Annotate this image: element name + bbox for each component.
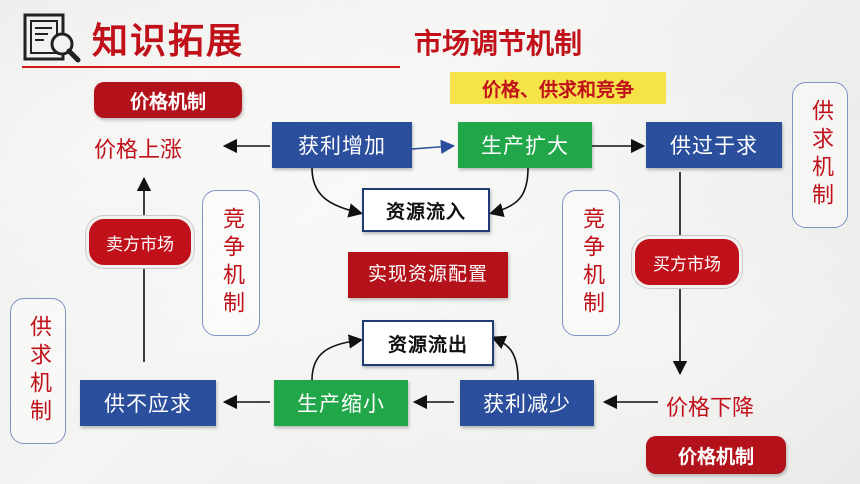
competition-mechanism-left: 竞争机制 — [202, 190, 260, 336]
arrow-decrease-to-outflow — [491, 335, 519, 381]
section-title: 知识拓展 — [92, 21, 245, 62]
main-title: 市场调节机制 — [414, 27, 583, 60]
price-mechanism-tag-top: 价格机制 — [94, 82, 242, 118]
resource-inflow-box: 资源流入 — [362, 188, 490, 232]
subtitle-highlight: 价格、供求和竞争 — [450, 72, 666, 104]
profit-increase-box: 获利增加 — [272, 122, 412, 168]
price-rise-label: 价格上涨 — [94, 138, 183, 163]
production-expand-box: 生产扩大 — [458, 122, 592, 168]
arrow-expand-to-inflow — [488, 167, 529, 218]
arrow-shrink-to-outflow — [311, 334, 364, 381]
price-mechanism-tag-bottom: 价格机制 — [646, 436, 786, 474]
resource-outflow-box: 资源流出 — [362, 320, 494, 366]
supply-exceeds-demand-box: 供过于求 — [646, 122, 782, 168]
competition-mechanism-right: 竞争机制 — [562, 190, 620, 336]
document-search-icon — [22, 12, 84, 64]
buyers-market-bubble: 买方市场 — [632, 236, 742, 288]
sellers-market-bubble: 卖方市场 — [86, 216, 194, 268]
supply-demand-mechanism-left: 供求机制 — [10, 298, 66, 444]
production-shrink-box: 生产缩小 — [274, 380, 408, 426]
header-underline — [22, 66, 400, 68]
supply-shortage-box: 供不应求 — [80, 380, 216, 426]
arrow-profit-to-expand — [411, 139, 456, 155]
price-fall-label: 价格下降 — [666, 396, 755, 421]
resource-allocation-box: 实现资源配置 — [348, 252, 508, 298]
supply-demand-mechanism-right: 供求机制 — [792, 82, 848, 228]
profit-decrease-box: 获利减少 — [460, 380, 594, 426]
arrow-profit-to-inflow — [311, 167, 364, 218]
